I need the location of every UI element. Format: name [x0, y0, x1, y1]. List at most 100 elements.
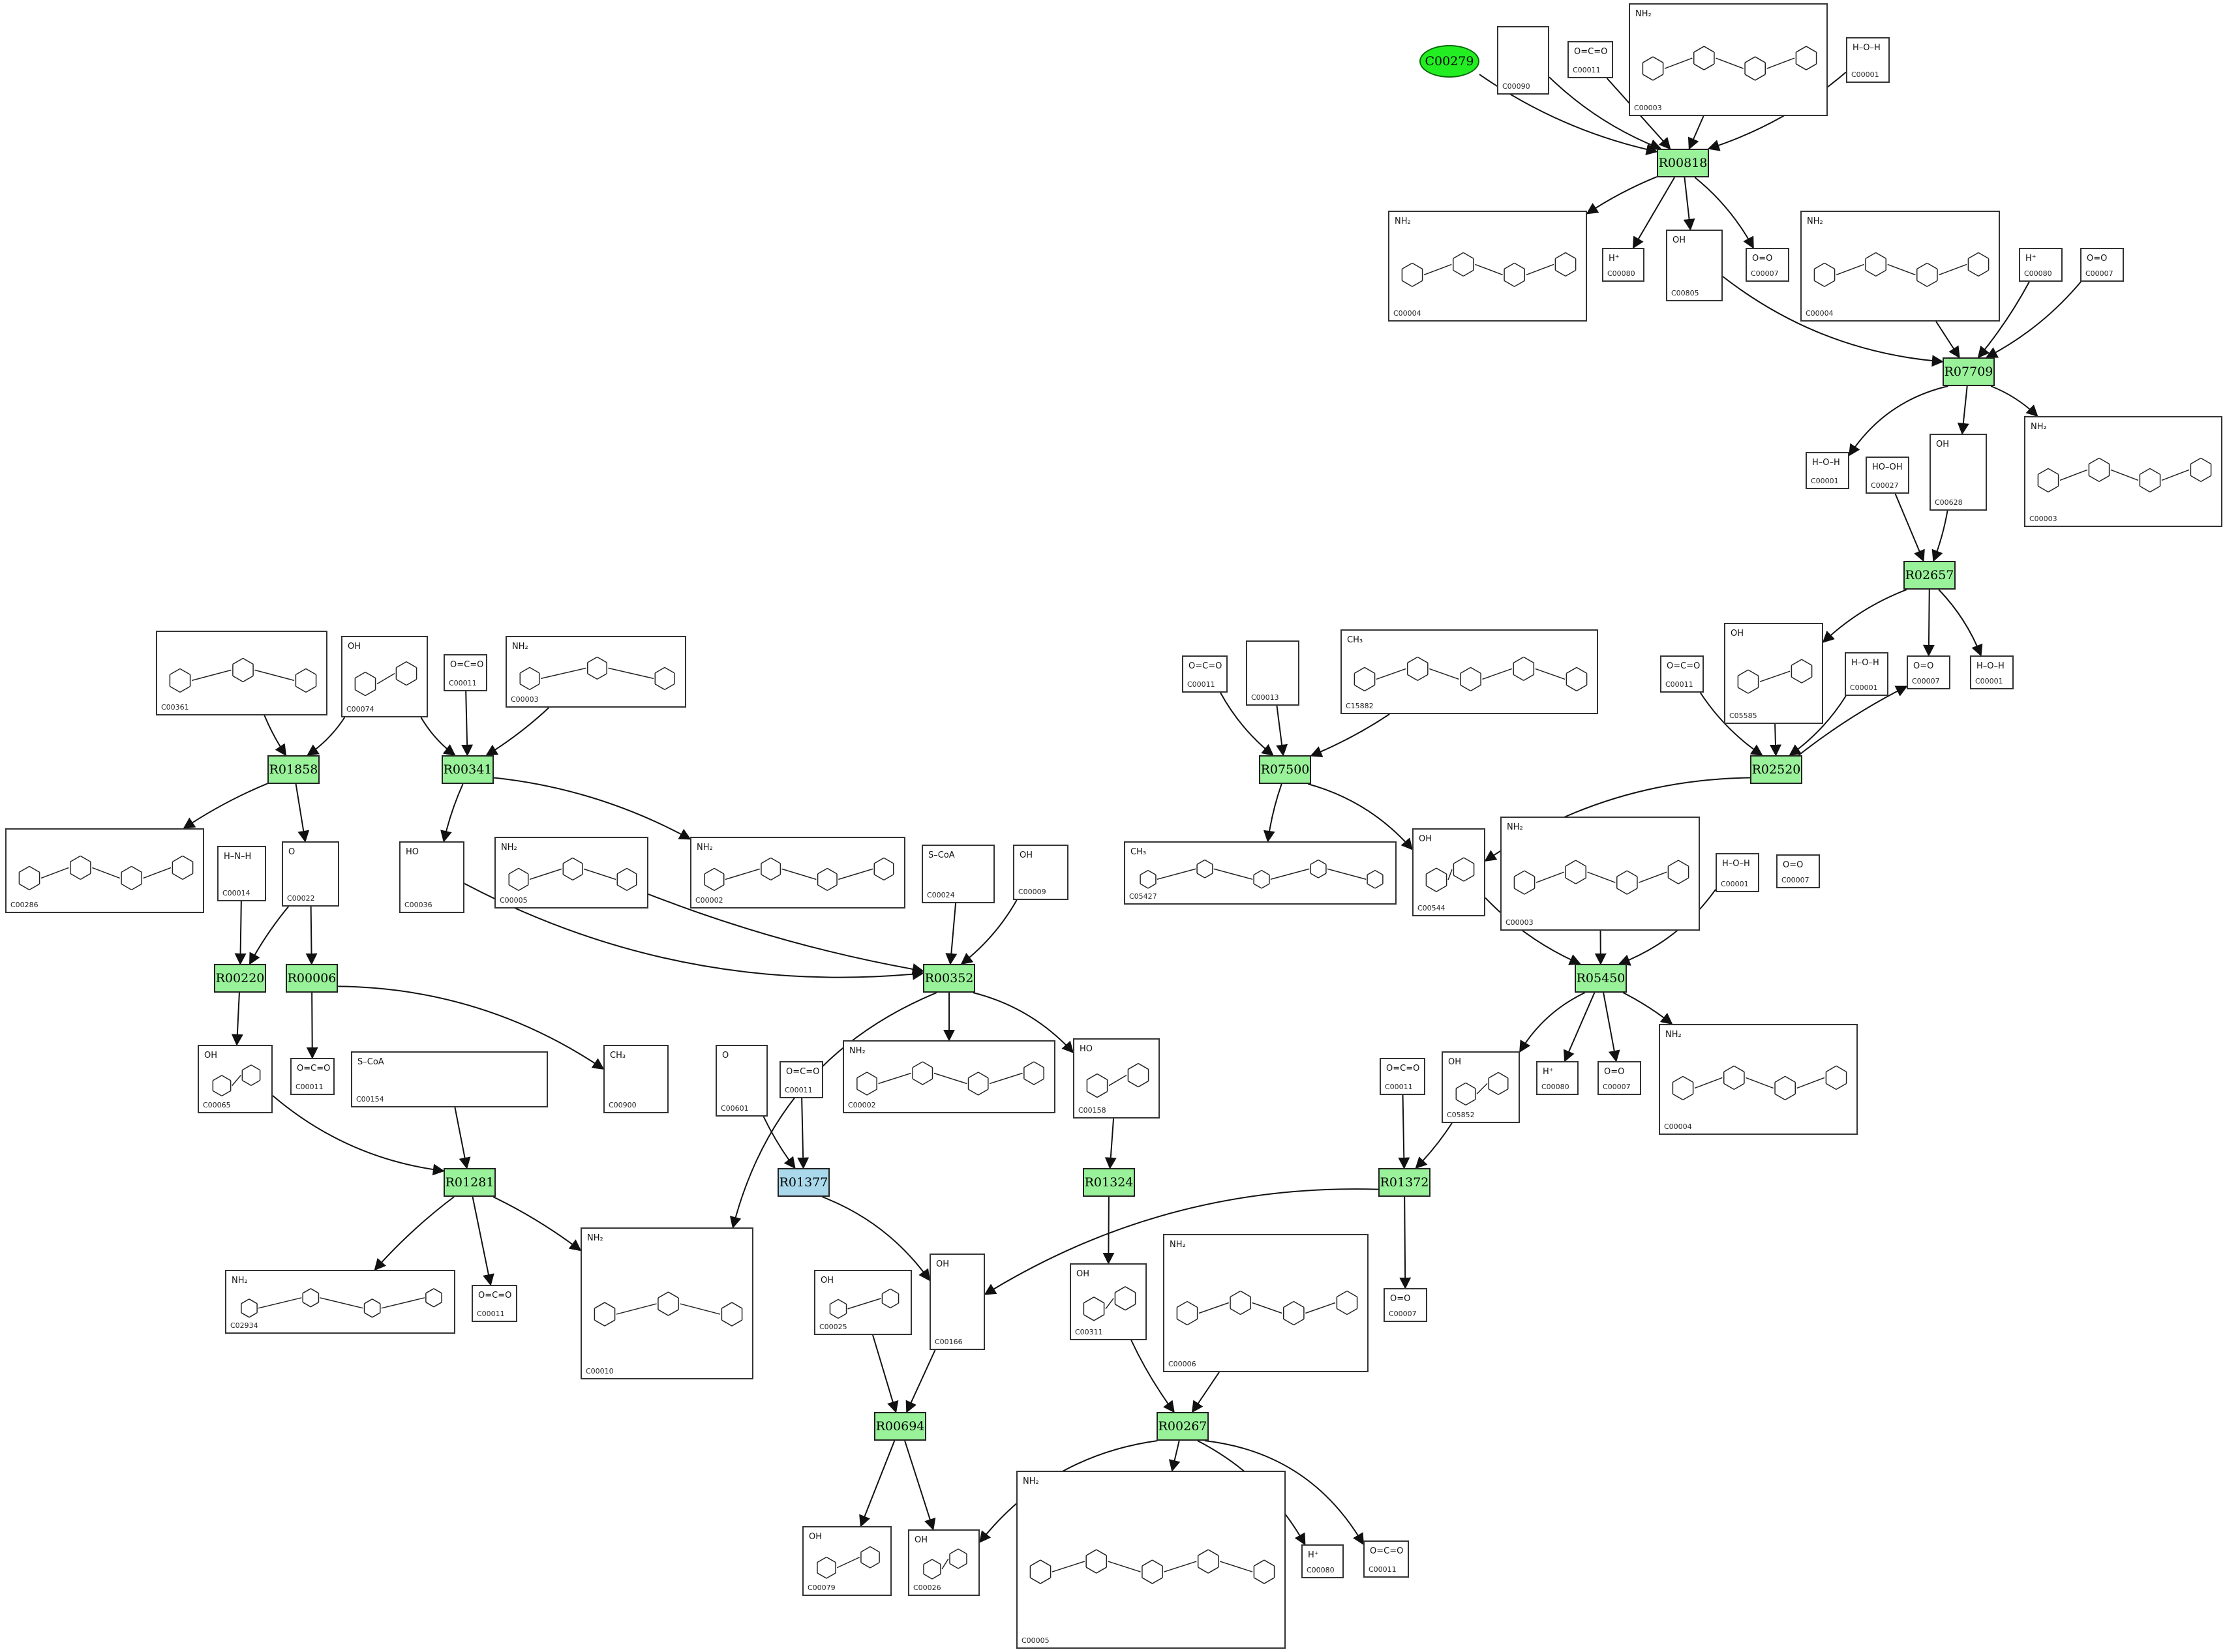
compound-node-c00013[interactable]: C00013 [1246, 640, 1299, 706]
compound-node-c00080[interactable]: H⁺C00080 [1602, 248, 1644, 282]
reaction-node-r01377[interactable]: R01377 [778, 1168, 830, 1197]
reaction-node-r01281[interactable]: R01281 [444, 1168, 496, 1197]
compound-node-c00286[interactable]: C00286 [5, 828, 204, 913]
compound-formula: NH₂ [1170, 1240, 1186, 1250]
reaction-node-r00006[interactable]: R00006 [286, 964, 338, 993]
compound-formula: NH₂ [2031, 422, 2047, 432]
compound-formula: O [722, 1051, 729, 1060]
compound-node-c00601[interactable]: O C00601 [716, 1045, 768, 1117]
structure-drawing [241, 1288, 442, 1318]
reaction-node-r00267[interactable]: R00267 [1157, 1412, 1209, 1441]
compound-formula: H–N–H [224, 852, 252, 862]
reaction-node-r02657[interactable]: R02657 [1903, 561, 1956, 590]
reaction-node-r00341[interactable]: R00341 [442, 755, 494, 784]
compound-node-c00361[interactable]: C00361 [156, 631, 327, 715]
compound-id-label: C00065 [203, 1101, 231, 1109]
edge-c00007_b-to-R07709 [1985, 281, 2081, 358]
edge-c00074-to-R00341 [420, 717, 456, 757]
edge-R02520-to-c00007_c [1798, 685, 1908, 756]
compound-node-c00080[interactable]: H⁺C00080 [1536, 1061, 1579, 1095]
reaction-node-r00818[interactable]: R00818 [1657, 149, 1709, 177]
reaction-node-r01858[interactable]: R01858 [267, 755, 320, 784]
compound-formula: OH [915, 1535, 928, 1545]
compound-node-c00080[interactable]: H⁺C00080 [1301, 1544, 1344, 1578]
compound-node-c00090[interactable]: C00090 [1497, 26, 1549, 95]
compound-id-label: C00003 [511, 695, 539, 704]
reaction-node-r00694[interactable]: R00694 [874, 1412, 926, 1441]
reaction-node-r00352[interactable]: R00352 [923, 964, 975, 993]
reaction-node-r05450[interactable]: R05450 [1575, 964, 1627, 993]
compound-formula: OH [1673, 235, 1686, 245]
reaction-node-r00220[interactable]: R00220 [214, 964, 266, 993]
compound-node-c00080[interactable]: H⁺C00080 [2019, 248, 2063, 282]
compound-id-label: C00011 [1187, 680, 1215, 689]
reaction-node-r01372[interactable]: R01372 [1378, 1168, 1430, 1197]
start-compound-node[interactable]: C00279 [1419, 45, 1479, 78]
compound-formula: O=C=O [1386, 1064, 1420, 1074]
reaction-node-r02520[interactable]: R02520 [1750, 755, 1802, 784]
compound-id-label: C00002 [848, 1101, 876, 1109]
reaction-node-r07500[interactable]: R07500 [1259, 755, 1311, 784]
reaction-node-r01324[interactable]: R01324 [1083, 1168, 1135, 1197]
compound-id-label: C00601 [721, 1104, 749, 1113]
reaction-node-r07709[interactable]: R07709 [1943, 357, 1995, 386]
